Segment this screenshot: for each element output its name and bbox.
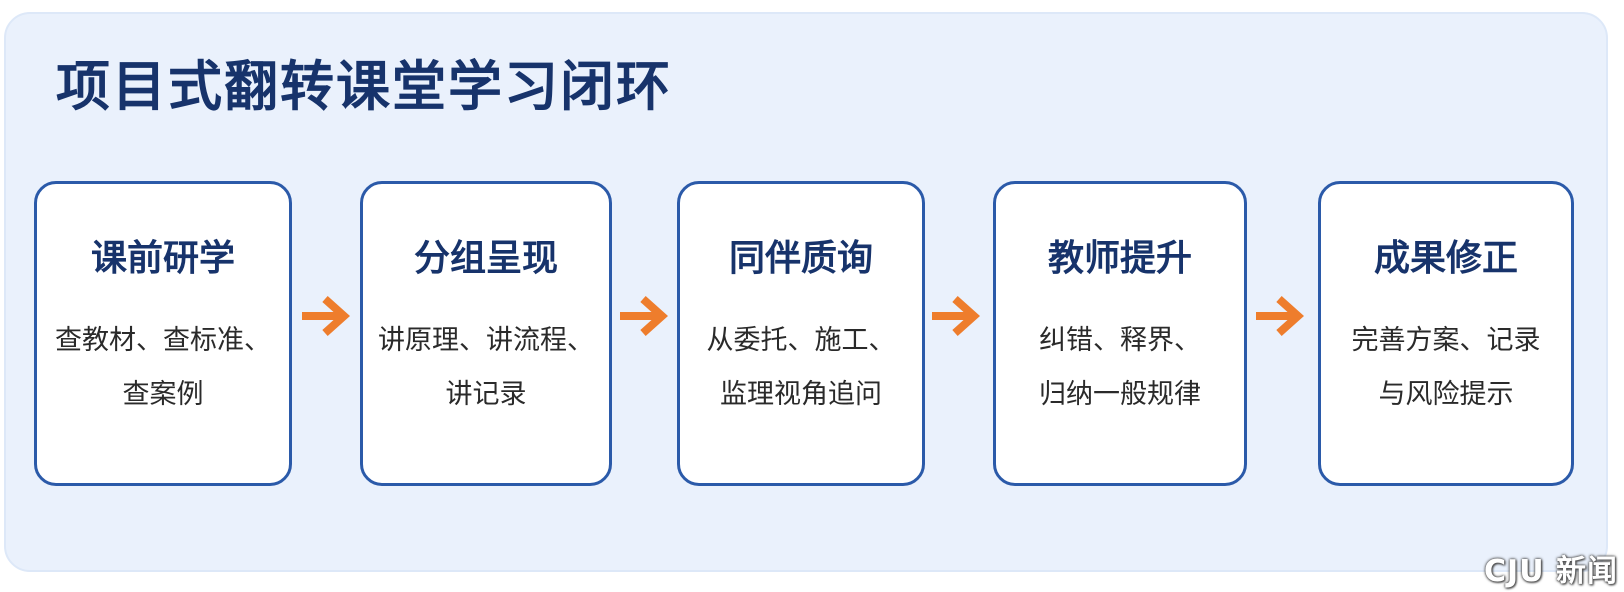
step-desc-1: 查教材、查标准、 查案例	[37, 314, 289, 422]
step-title-3: 同伴质询	[728, 238, 873, 279]
step-desc-line: 讲原理、讲流程、	[378, 325, 594, 356]
step-title-2: 分组呈现	[413, 238, 558, 279]
step-desc-line: 查教材、查标准、	[55, 325, 271, 356]
step-desc-5: 完善方案、记录 与风险提示	[1321, 314, 1571, 422]
step-card-5: 成果修正 完善方案、记录 与风险提示	[1318, 181, 1574, 486]
step-desc-line: 监理视角追问	[720, 379, 882, 410]
step-desc-line: 查案例	[122, 379, 204, 410]
arrow-right-icon	[932, 296, 980, 336]
step-desc-line: 从委托、施工、	[706, 325, 896, 356]
arrow-right-icon	[1256, 296, 1304, 336]
step-card-3: 同伴质询 从委托、施工、 监理视角追问	[677, 181, 925, 486]
arrow-right-icon	[302, 296, 350, 336]
step-desc-line: 讲记录	[445, 379, 527, 410]
step-desc-2: 讲原理、讲流程、 讲记录	[363, 314, 609, 422]
step-card-1: 课前研学 查教材、查标准、 查案例	[34, 181, 292, 486]
step-title-4: 教师提升	[1047, 238, 1192, 279]
step-card-2: 分组呈现 讲原理、讲流程、 讲记录	[360, 181, 612, 486]
watermark-logo: CJU 新闻	[1484, 554, 1618, 589]
step-desc-4: 纠错、释界、 归纳一般规律	[996, 314, 1244, 422]
step-desc-line: 与风险提示	[1378, 379, 1514, 410]
step-desc-line: 纠错、释界、	[1039, 325, 1201, 356]
step-title-1: 课前研学	[90, 238, 235, 279]
step-desc-line: 归纳一般规律	[1039, 379, 1201, 410]
arrow-right-icon	[620, 296, 668, 336]
step-desc-line: 完善方案、记录	[1351, 325, 1541, 356]
diagram-title: 项目式翻转课堂学习闭环	[56, 55, 672, 118]
step-title-5: 成果修正	[1373, 238, 1518, 279]
step-card-4: 教师提升 纠错、释界、 归纳一般规律	[993, 181, 1247, 486]
step-desc-3: 从委托、施工、 监理视角追问	[680, 314, 922, 422]
